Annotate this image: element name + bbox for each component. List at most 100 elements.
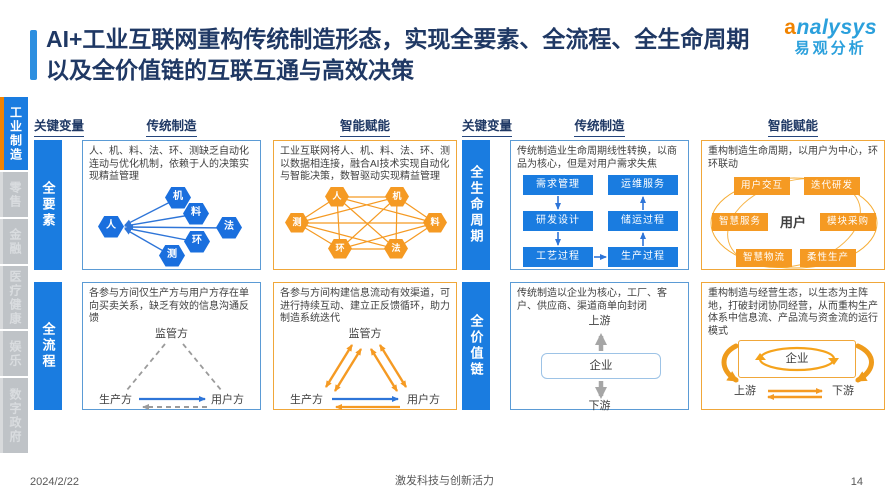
- stage-production-process: 生产过程: [608, 247, 678, 267]
- stage-storage-transport: 储运过程: [608, 211, 678, 231]
- lifecycle-smart-text: 重构制造生命周期，以用户为中心，环环联动: [708, 146, 878, 170]
- column-header-left: 关键变量 传统制造 智能赋能: [34, 114, 458, 140]
- node-environment: 环: [184, 230, 210, 253]
- label-upstream: 上游: [588, 315, 611, 327]
- process-smart-triangle: 监管方 生产方 用户方: [280, 328, 450, 412]
- elements-network-diagram: 人 机 测 料 环 法: [280, 186, 450, 260]
- group-elements-process: 关键变量 传统制造 智能赋能 全要素 人、机、料、法、环、测缺乏自动化连动与优化…: [34, 114, 458, 410]
- node-machine: 机: [165, 186, 191, 209]
- header: AI+工业互联网重构传统制造形态，实现全要素、全流程、全生命周期以及全价值链的互…: [30, 24, 756, 86]
- row-all-elements: 全要素 人、机、料、法、环、测缺乏自动化连动与优化机制，依赖于人的决策实现精益管…: [34, 140, 458, 270]
- row-whole-process: 全流程 各参与方间仅生产方与用户方存在单向买卖关系，缺乏有效的信息沟通反馈 监管…: [34, 282, 458, 410]
- row-label-whole-process: 全流程: [34, 282, 62, 410]
- group-lifecycle-valuechain: 关键变量 传统制造 智能赋能 全生命周期 传统制造业生命周期线性转换，以商品为核…: [462, 114, 886, 413]
- lifecycle-traditional-text: 传统制造业生命周期线性转换，以商品为核心，但是对用户需求失焦: [517, 146, 677, 170]
- elements-smart-box: 工业互联网将人、机、料、法、环、测以数据相连接，融合AI技术实现自动化与智能决策…: [273, 140, 457, 270]
- footer-slogan: 激发科技与创新活力: [395, 475, 494, 487]
- stage-rd-design: 研发设计: [523, 211, 593, 231]
- column-key-variable: 关键变量: [34, 115, 85, 137]
- lifecycle-flow-diagram: 需求管理 研发设计 工艺过程 生产过程 储运过程 运维服务: [517, 173, 682, 273]
- column-header-right: 关键变量 传统制造 智能赋能: [462, 114, 886, 140]
- footer-date: 2024/2/22: [30, 476, 79, 488]
- eco-smart-service: 智慧服务: [712, 213, 768, 231]
- lifecycle-traditional-box: 传统制造业生命周期线性转换，以商品为核心，但是对用户需求失焦 需求管理 研发设计…: [510, 140, 689, 270]
- process-traditional-triangle: 监管方 生产方 用户方: [89, 328, 254, 412]
- elements-smart-text: 工业互联网将人、机、料、法、环、测以数据相连接，融合AI技术实现自动化与智能决策…: [280, 146, 450, 182]
- footer-page-number: 14: [850, 476, 863, 488]
- party-user: 用户方: [407, 393, 440, 406]
- node-measure: 测: [285, 212, 309, 233]
- process-traditional-box: 各参与方间仅生产方与用户方存在单向买卖关系，缺乏有效的信息沟通反馈 监管方 生产…: [82, 282, 261, 410]
- column-key-variable: 关键变量: [462, 115, 513, 137]
- valuechain-traditional-text: 传统制造以企业为核心，工厂、客户、供应商、渠道商单向封闭: [517, 288, 667, 312]
- eco-smart-logistics: 智慧物流: [736, 249, 792, 267]
- node-material: 料: [423, 212, 447, 233]
- sidebar-tab-entertainment[interactable]: 娱乐: [0, 331, 28, 376]
- logo-a-mark: a: [784, 16, 797, 39]
- enterprise-box: 企业: [541, 353, 661, 379]
- node-person: 人: [325, 186, 349, 207]
- elements-traditional-box: 人、机、料、法、环、测缺乏自动化连动与优化机制，依赖于人的决策实现精益管理 人 …: [82, 140, 261, 270]
- sidebar-tab-healthcare[interactable]: 医疗健康: [0, 266, 28, 329]
- party-producer: 生产方: [290, 393, 323, 406]
- party-producer: 生产方: [99, 393, 132, 406]
- logo-wordmark: analysys: [784, 16, 877, 40]
- label-downstream: 下游: [588, 400, 611, 412]
- node-material: 料: [183, 202, 209, 225]
- triangle-lines: [324, 343, 408, 410]
- node-method: 法: [216, 216, 242, 239]
- industry-sidebar: 工业制造 零售 金融 医疗健康 娱乐 数字政府: [0, 97, 28, 453]
- party-user: 用户方: [211, 393, 244, 406]
- elements-fan-diagram: 人 机 料 法 环 测: [89, 186, 254, 267]
- sidebar-tab-industrial-manufacturing[interactable]: 工业制造: [0, 97, 28, 170]
- column-smart: 智能赋能: [339, 115, 390, 137]
- eco-center-user: 用户: [779, 214, 807, 230]
- flow-arrows: [555, 196, 646, 260]
- column-smart: 智能赋能: [767, 115, 818, 137]
- stage-operation-service: 运维服务: [608, 175, 678, 195]
- title-accent-bar: [30, 30, 37, 80]
- row-full-lifecycle: 全生命周期 传统制造业生命周期线性转换，以商品为核心，但是对用户需求失焦 需求管…: [462, 140, 886, 270]
- cycle-arrows: [721, 343, 874, 400]
- node-person: 人: [98, 215, 124, 238]
- valuechain-traditional-box: 传统制造以企业为核心，工厂、客户、供应商、渠道商单向封闭 上游 下游 企业: [510, 282, 689, 413]
- sidebar-tab-finance[interactable]: 金融: [0, 219, 28, 264]
- party-regulator: 监管方: [155, 327, 188, 340]
- process-smart-box: 各参与方间构建信息流动有效渠道，可进行持续互动、建立正反馈循环，助力制造系统迭代…: [273, 282, 457, 410]
- node-machine: 机: [385, 186, 409, 207]
- logo-wordmark-rest: nalysys: [796, 16, 877, 39]
- lifecycle-smart-box: 重构制造生命周期，以用户为中心，环环联动 用户交互 迭代研发 智慧服务 模块采购…: [701, 140, 885, 270]
- triangle-lines: [126, 342, 222, 410]
- eco-module-procurement: 模块采购: [820, 213, 876, 231]
- row-label-full-lifecycle: 全生命周期: [462, 140, 490, 270]
- node-environment: 环: [328, 238, 352, 259]
- page-title: AI+工业互联网重构传统制造形态，实现全要素、全流程、全生命周期以及全价值链的互…: [46, 26, 750, 83]
- elements-traditional-text: 人、机、料、法、环、测缺乏自动化连动与优化机制，依赖于人的决策实现精益管理: [89, 146, 249, 182]
- valuechain-smart-text: 重构制造与经营生态，以生态为主阵地，打破封闭协同经营，从而重构生产体系中信息流、…: [708, 288, 878, 337]
- lifecycle-ecosystem-diagram: 用户交互 迭代研发 智慧服务 模块采购 智慧物流 柔性生产 用户: [708, 173, 878, 273]
- label-upstream: 上游: [734, 385, 756, 397]
- eco-flexible-production: 柔性生产: [800, 249, 856, 267]
- logo-chinese-name: 易观分析: [794, 40, 867, 58]
- valuechain-cross-diagram: 上游 下游 企业: [517, 315, 682, 413]
- row-label-full-valuechain: 全价值链: [462, 282, 490, 410]
- process-smart-text: 各参与方间构建信息流动有效渠道，可进行持续互动、建立正反馈循环，助力制造系统迭代: [280, 288, 450, 324]
- column-traditional: 传统制造: [146, 115, 197, 137]
- row-label-all-elements: 全要素: [34, 140, 62, 270]
- eco-iterative-rd: 迭代研发: [804, 177, 860, 195]
- stage-demand-management: 需求管理: [523, 175, 593, 195]
- label-downstream: 下游: [832, 385, 854, 397]
- column-traditional: 传统制造: [574, 115, 625, 137]
- process-traditional-text: 各参与方间仅生产方与用户方存在单向买卖关系，缺乏有效的信息沟通反馈: [89, 288, 249, 324]
- node-measure: 测: [159, 244, 185, 267]
- row-full-valuechain: 全价值链 传统制造以企业为核心，工厂、客户、供应商、渠道商单向封闭 上游 下游 …: [462, 282, 886, 413]
- node-method: 法: [384, 238, 408, 259]
- analysys-logo: analysys 易观分析: [784, 16, 877, 57]
- sidebar-tab-digital-government[interactable]: 数字政府: [0, 378, 28, 453]
- valuechain-smart-box: 重构制造与经营生态，以生态为主阵地，打破封闭协同经营，从而重构生产体系中信息流、…: [701, 282, 885, 410]
- cycle-enterprise-label: 企业: [785, 352, 809, 365]
- eco-user-interaction: 用户交互: [734, 177, 790, 195]
- valuechain-cycle-diagram: 企业 上游 下游: [708, 340, 878, 404]
- stage-craft-process: 工艺过程: [523, 247, 593, 267]
- sidebar-tab-retail[interactable]: 零售: [0, 172, 28, 217]
